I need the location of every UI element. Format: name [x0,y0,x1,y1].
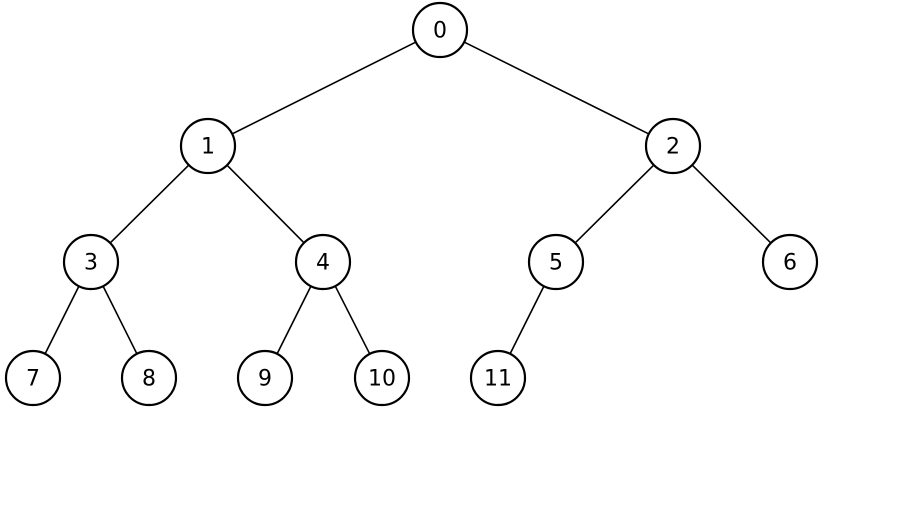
node-circle-10 [353,349,411,407]
tree-nodes: 0 1 2 3 4 5 6 7 8 9 10 11 [4,1,819,407]
tree-node-9: 9 [236,349,294,407]
node-label-6: 6 [783,251,797,276]
tree-node-7: 7 [4,349,62,407]
node-label-9: 9 [258,367,272,392]
node-circle-3 [62,233,120,291]
node-circle-5 [527,233,585,291]
tree-node-4: 4 [294,233,352,291]
node-label-10: 10 [368,367,396,392]
node-label-4: 4 [316,251,330,276]
node-circle-9 [236,349,294,407]
node-label-3: 3 [84,251,98,276]
edge-1-3 [109,164,190,244]
edge-3-7 [44,285,80,355]
tree-node-0: 0 [411,1,469,59]
node-circle-8 [120,349,178,407]
node-label-5: 5 [549,251,563,276]
edge-0-2 [463,41,650,135]
edge-1-4 [226,164,305,244]
tree-node-2: 2 [644,117,702,175]
node-circle-11 [469,349,527,407]
node-circle-0 [411,1,469,59]
tree-node-10: 10 [353,349,411,407]
edge-0-1 [231,41,417,135]
tree-node-8: 8 [120,349,178,407]
node-label-8: 8 [142,367,156,392]
node-label-1: 1 [201,135,215,160]
tree-node-6: 6 [761,233,819,291]
edge-2-6 [691,164,772,244]
node-label-2: 2 [666,135,680,160]
tree-edges [44,41,772,355]
tree-node-11: 11 [469,349,527,407]
edge-2-5 [574,164,655,244]
tree-node-1: 1 [179,117,237,175]
edge-5-11 [509,285,545,355]
node-label-0: 0 [433,19,447,44]
edge-4-10 [334,285,371,355]
node-circle-6 [761,233,819,291]
node-circle-1 [179,117,237,175]
node-circle-4 [294,233,352,291]
node-label-11: 11 [484,367,512,392]
node-label-7: 7 [26,367,40,392]
tree-node-5: 5 [527,233,585,291]
node-circle-7 [4,349,62,407]
node-circle-2 [644,117,702,175]
edge-4-9 [276,285,312,355]
tree-node-3: 3 [62,233,120,291]
edge-3-8 [102,285,138,355]
